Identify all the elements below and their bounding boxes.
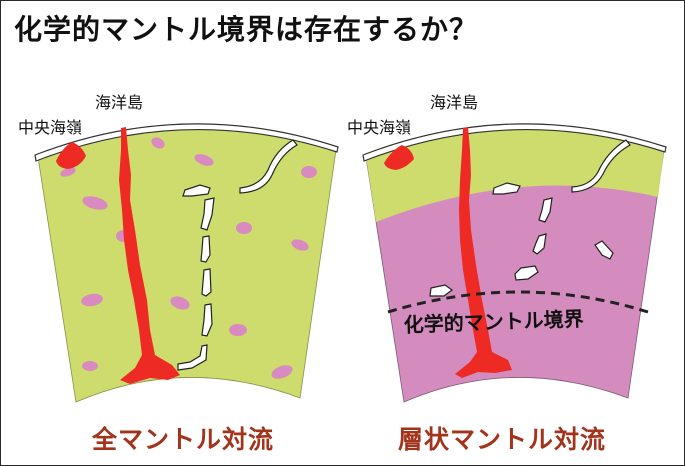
right-panel: 化学的マントル境界 海洋島 中央海嶺 (347, 93, 667, 403)
figure-title: 化学的マントル境界は存在するか？ (14, 13, 479, 46)
right-island-label: 海洋島 (430, 93, 478, 112)
left-caption: 全マントル対流 (92, 425, 275, 454)
left-slab (177, 139, 298, 371)
left-panel: 海洋島 中央海嶺 (18, 93, 339, 403)
left-plume (119, 127, 180, 384)
right-ridge-melt (384, 145, 414, 170)
left-ridge-label: 中央海嶺 (18, 118, 82, 137)
right-upper-mantle (366, 126, 664, 222)
right-slab (429, 139, 631, 297)
left-surface-plate (34, 123, 339, 162)
left-ridge-melt (56, 142, 86, 169)
left-island-label: 海洋島 (95, 93, 143, 112)
right-caption: 層状マントル対流 (398, 425, 607, 454)
chemical-boundary-line (387, 290, 649, 314)
left-mantle-section (37, 126, 337, 403)
right-ridge-label: 中央海嶺 (347, 118, 411, 137)
right-plume (455, 127, 512, 378)
